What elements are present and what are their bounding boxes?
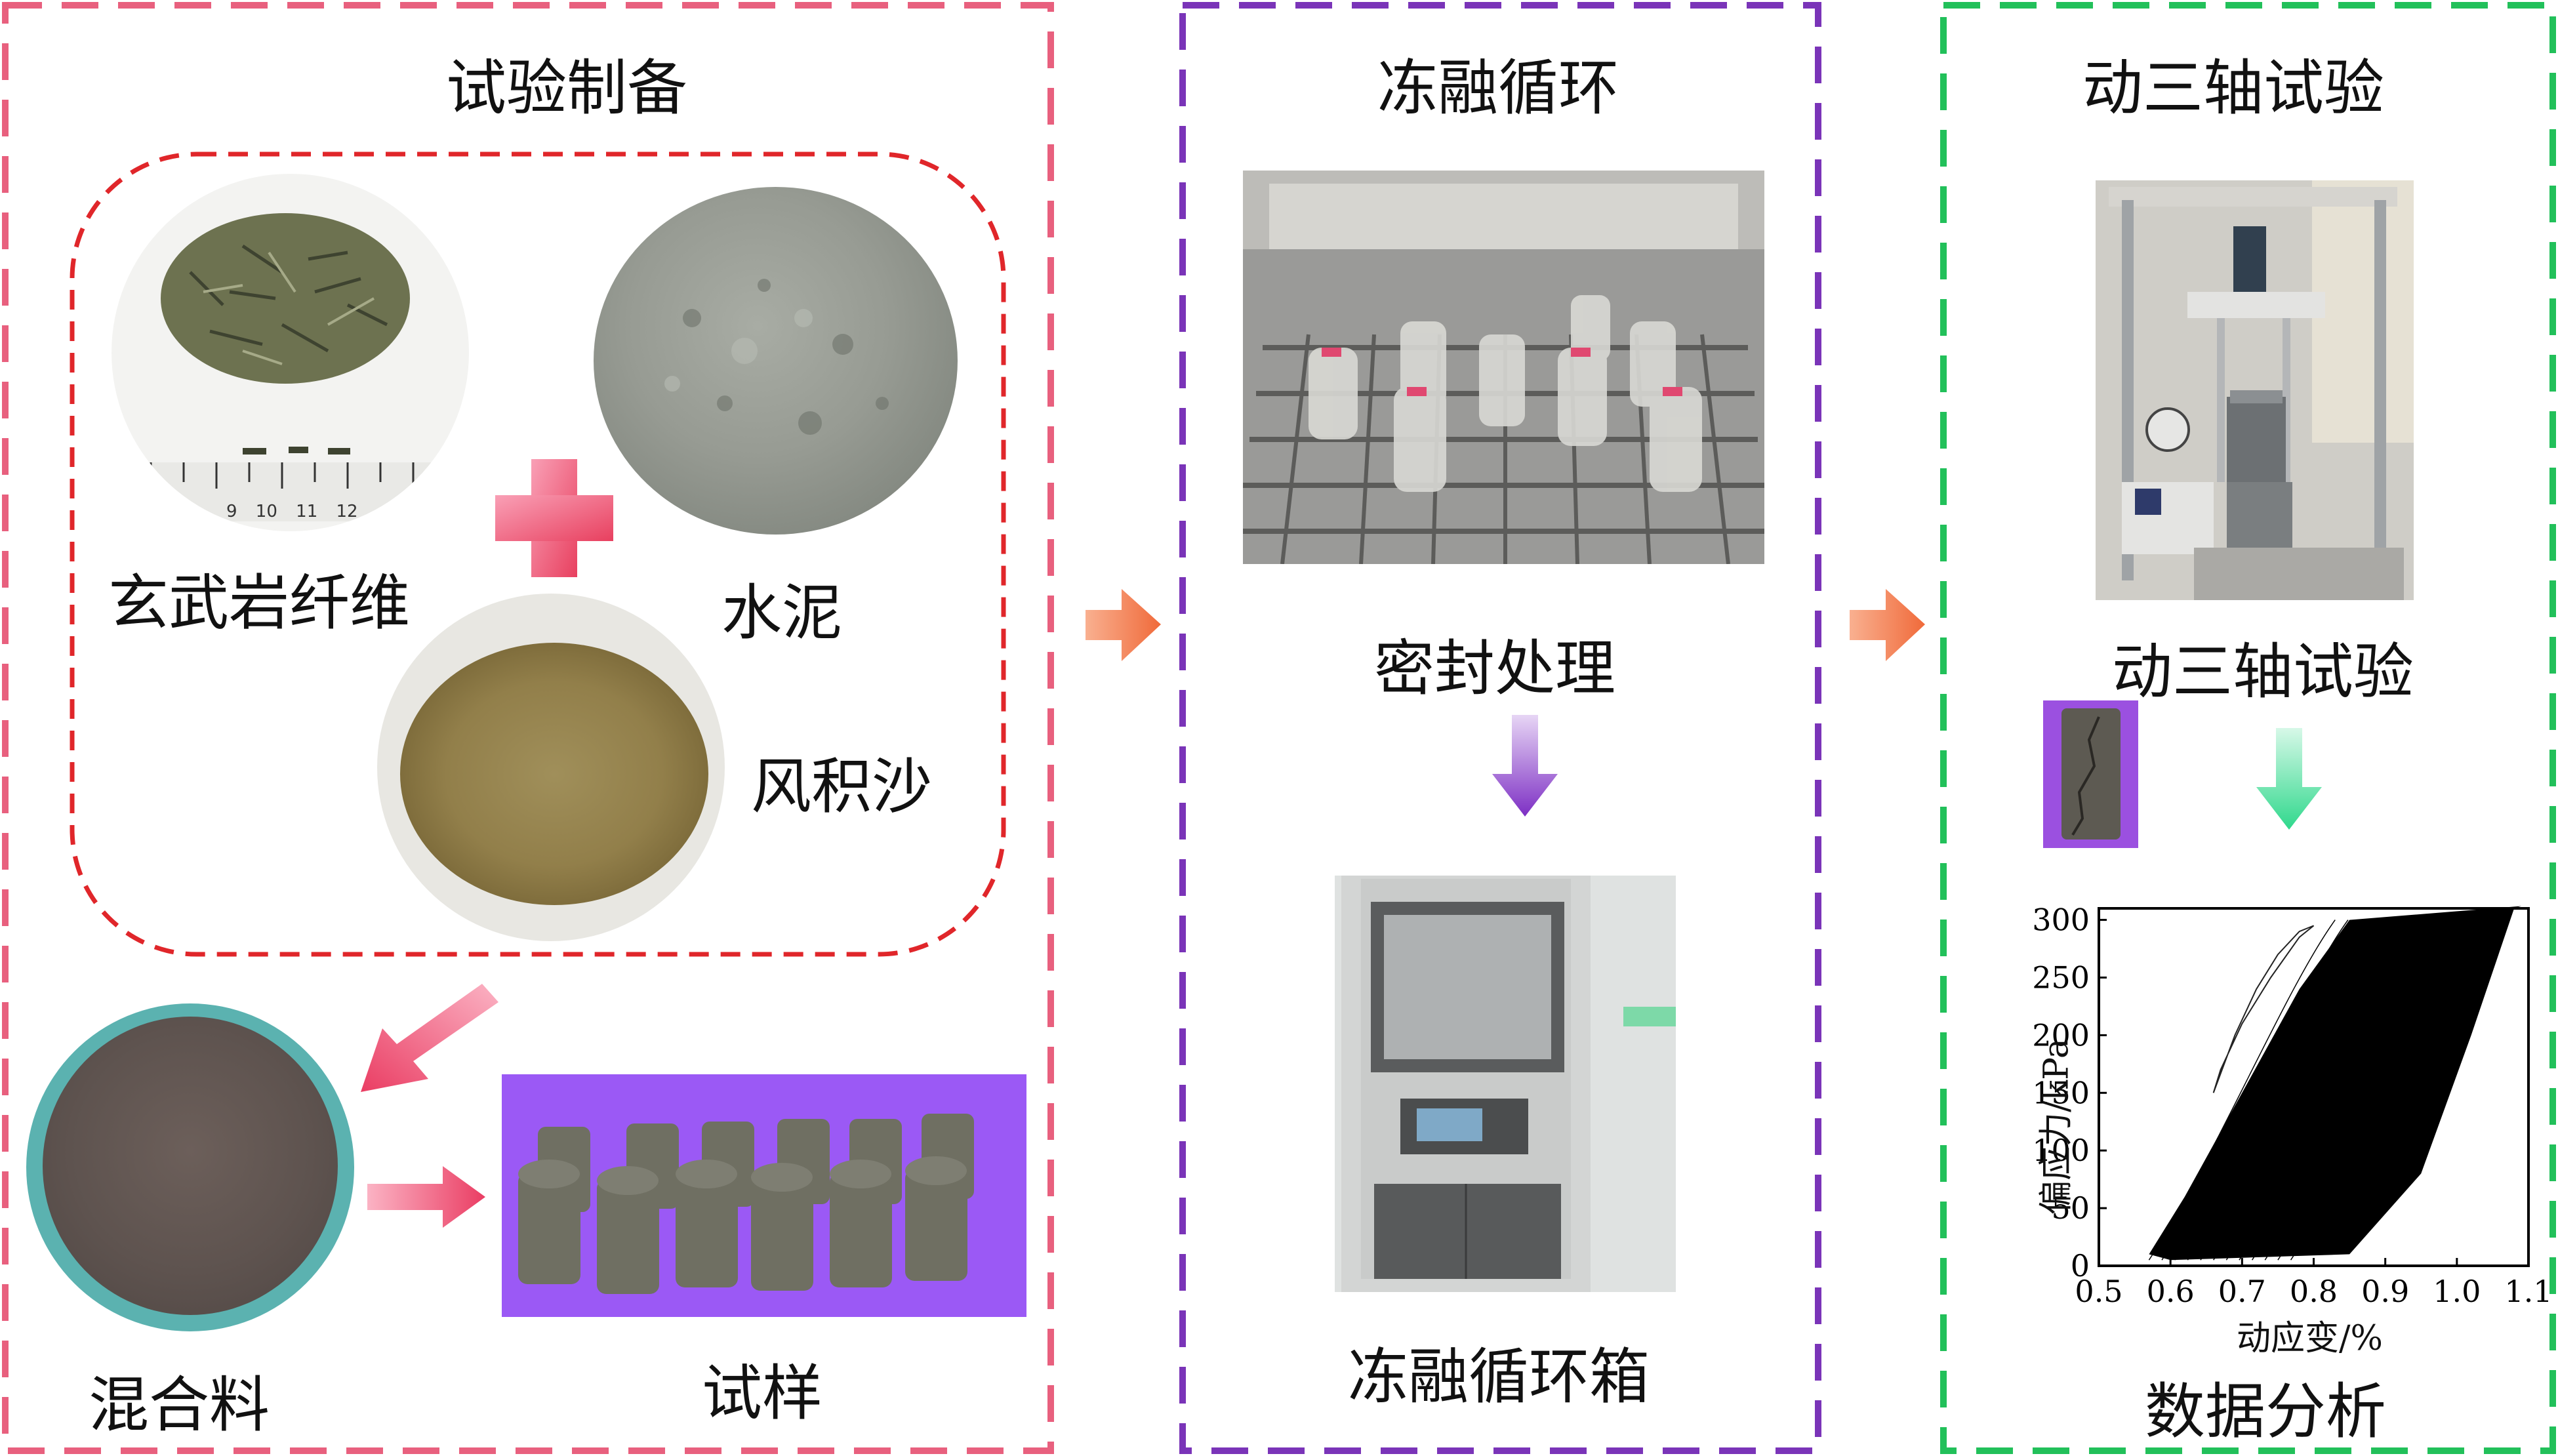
chart-x-tick-label: 1.1 <box>2504 1274 2552 1309</box>
chart-loop-line <box>2251 920 2439 1261</box>
freeze-thaw-chamber-photo <box>1335 876 1676 1292</box>
arrow-to-specimen <box>367 1166 485 1228</box>
arrow-test-to-data <box>2256 728 2322 830</box>
label-cement: 水泥 <box>721 578 843 648</box>
chart-loop-line <box>2213 920 2401 1261</box>
label-basalt-fiber: 玄武岩纤维 <box>108 568 411 638</box>
arrow-sealing-to-chamber <box>1492 715 1558 817</box>
chart-y-tick-label: 0 <box>2071 1248 2090 1284</box>
panel-title-freeze: 冻融循环 <box>1377 53 1619 123</box>
flow-arrow-freeze-to-triaxial <box>1850 589 1925 661</box>
basalt-fiber-photo: 9 10 11 12 <box>112 174 469 531</box>
chart-y-tick-label: 100 <box>2032 1133 2090 1168</box>
chart-x-axis-label: 动应变/% <box>2237 1319 2383 1358</box>
chart-x-tick-label: 0.8 <box>2290 1274 2338 1309</box>
panel-prep-border <box>2 2 1054 1454</box>
specimens-photo <box>502 1074 1026 1317</box>
chart-y-tick-label: 50 <box>2051 1190 2090 1226</box>
label-dynamic-triaxial-test: 动三轴试验 <box>2112 637 2414 707</box>
triaxial-apparatus-photo <box>2096 180 2414 600</box>
failed-specimen-photo <box>2043 700 2138 848</box>
chart-y-tick-label: 150 <box>2032 1075 2090 1110</box>
raw-materials-group-border <box>70 152 1006 957</box>
chart-series-first-loop <box>2212 925 2315 1093</box>
label-freeze-thaw-box: 冻融循环箱 <box>1348 1342 1650 1412</box>
panel-dynamic-triaxial: 动三轴试验 动三轴试验 <box>1938 0 2558 1456</box>
panel-freeze-border <box>1179 2 1821 1454</box>
panel-sample-preparation: 试验制备 <box>0 0 1056 1456</box>
label-specimen: 试样 <box>702 1358 823 1428</box>
cement-photo <box>594 187 958 535</box>
aeolian-sand-photo <box>377 594 725 941</box>
chart-loop-line <box>2290 920 2478 1261</box>
panel-title-prep: 试验制备 <box>446 53 688 123</box>
sealed-samples-photo <box>1243 171 1764 564</box>
label-aeolian-sand: 风积沙 <box>751 752 933 822</box>
mixture-photo <box>26 1003 354 1331</box>
panel-triaxial-border <box>1940 2 2556 1454</box>
chart-loop-line <box>2148 920 2336 1261</box>
arrow-to-mixture <box>361 984 498 1092</box>
stress-strain-chart: 0.5 0.6 0.7 0.8 0.9 1.0 1.1 0 50 100 150 200 250 300 <box>2032 902 2552 1309</box>
plus-icon <box>495 459 613 577</box>
chart-y-tick-label: 200 <box>2032 1017 2090 1053</box>
label-mixture: 混合料 <box>89 1370 270 1440</box>
chart-x-tick-label: 1.0 <box>2433 1274 2481 1309</box>
label-data-analysis: 数据分析 <box>2145 1377 2387 1447</box>
panel-freeze-thaw: 冻融循环 密封处理 <box>1177 0 1823 1456</box>
chart-loop-line <box>2277 920 2465 1261</box>
chart-loop-line <box>2174 920 2362 1261</box>
chart-x-tick-label: 0.5 <box>2075 1274 2122 1309</box>
chart-loop-line <box>2161 920 2349 1261</box>
flow-arrow-prep-to-freeze <box>1086 589 1161 661</box>
chart-loop-line <box>2239 920 2426 1261</box>
chart-loop-line <box>2200 920 2387 1261</box>
chart-x-tick-label: 0.7 <box>2218 1274 2266 1309</box>
chart-loop-line <box>2264 920 2452 1261</box>
label-sealing: 密封处理 <box>1374 634 1616 704</box>
panel-title-triaxial: 动三轴试验 <box>2082 53 2385 123</box>
chart-y-axis-label: 偏应力/kPa <box>2037 1038 2077 1215</box>
ruler-tick-labels: 9 10 11 12 <box>226 502 358 521</box>
chart-y-tick-label: 300 <box>2032 902 2090 938</box>
chart-loop-line <box>2187 920 2374 1261</box>
chart-x-tick-label: 0.6 <box>2147 1274 2195 1309</box>
chart-y-tick-label: 250 <box>2032 960 2090 995</box>
chart-loop-line <box>2225 920 2413 1261</box>
chart-x-tick-label: 0.9 <box>2361 1274 2409 1309</box>
